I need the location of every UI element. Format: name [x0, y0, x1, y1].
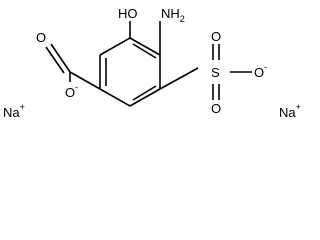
ring-double-bond-c1-c2	[132, 43, 157, 59]
hydroxyl-label: HO	[118, 6, 138, 21]
carboxylate-charge: -	[75, 82, 78, 92]
sulfonate-charge: -	[264, 62, 267, 72]
carboxyl-double-bond-b	[45, 46, 65, 74]
sodium-right-charge: +	[296, 102, 301, 112]
sulfonyl-oxygen-top-label: O	[211, 29, 221, 44]
carboxylate-oxygen-label: O-	[65, 82, 78, 100]
sulfur-label: S	[211, 65, 220, 80]
bond-to-sulfur	[159, 67, 199, 90]
carbonyl-oxygen-label: O	[36, 30, 46, 45]
sodium-ion-right-label: Na+	[279, 102, 301, 120]
amino-label: NH2	[161, 6, 185, 24]
sulfonate-oxygen-label: O-	[254, 62, 267, 80]
structure-canvas: HO NH2 O O- S O O O- Na+ Na+	[3, 6, 301, 120]
sulfonyl-oxygen-bottom-label: O	[211, 101, 221, 116]
ring-bond-c4-c5	[99, 88, 131, 107]
sodium-right: Na	[279, 105, 296, 120]
carboxyl-double-bond-a	[50, 43, 71, 73]
carboxylate-o: O	[65, 85, 75, 100]
benzene-ring	[99, 37, 161, 107]
ring-bond-c6-c1	[99, 37, 131, 56]
amino-nh: NH	[161, 6, 180, 21]
bond-to-carboxyl-carbon	[69, 71, 101, 90]
sodium-ion-left-label: Na+	[3, 102, 25, 120]
sodium-left-charge: +	[20, 102, 25, 112]
ring-double-bond-c3-c4	[132, 85, 157, 101]
sulfonate-o: O	[254, 65, 264, 80]
sodium-left: Na	[3, 105, 20, 120]
ring-bond-c1-c2	[129, 37, 161, 56]
molecule-drawing: HO NH2 O O- S O O O- Na+ Na+	[3, 6, 301, 120]
amino-subscript: 2	[180, 14, 185, 24]
ring-bond-c3-c4	[129, 88, 161, 107]
